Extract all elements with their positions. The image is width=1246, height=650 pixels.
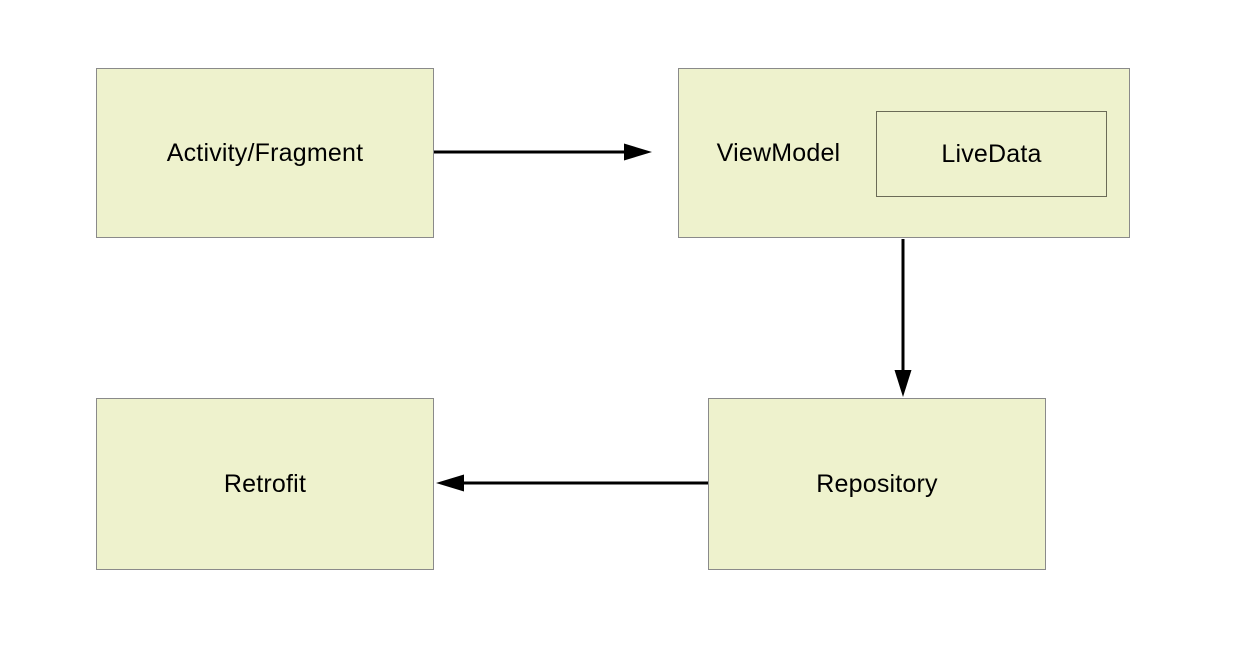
- node-livedata-label: LiveData: [941, 139, 1042, 168]
- node-viewmodel: ViewModel LiveData: [678, 68, 1130, 238]
- node-repository: Repository: [708, 398, 1046, 570]
- node-retrofit-label: Retrofit: [223, 469, 307, 498]
- arrow-viewmodel-to-repository: [894, 239, 912, 397]
- arrow-viewmodel-to-repository-head: [894, 370, 912, 397]
- node-activity-fragment-label: Activity/Fragment: [166, 138, 364, 167]
- node-viewmodel-label: ViewModel: [716, 138, 841, 167]
- arrow-activity-to-viewmodel: [434, 143, 652, 161]
- arrow-repository-to-retrofit: [436, 474, 708, 492]
- node-viewmodel-label-wrap: ViewModel: [679, 69, 878, 237]
- node-activity-fragment: Activity/Fragment: [96, 68, 434, 238]
- node-livedata: LiveData: [876, 111, 1107, 197]
- arrow-repository-to-retrofit-head: [436, 474, 464, 492]
- arrow-activity-to-viewmodel-head: [624, 143, 652, 161]
- node-repository-label: Repository: [816, 469, 938, 498]
- node-retrofit: Retrofit: [96, 398, 434, 570]
